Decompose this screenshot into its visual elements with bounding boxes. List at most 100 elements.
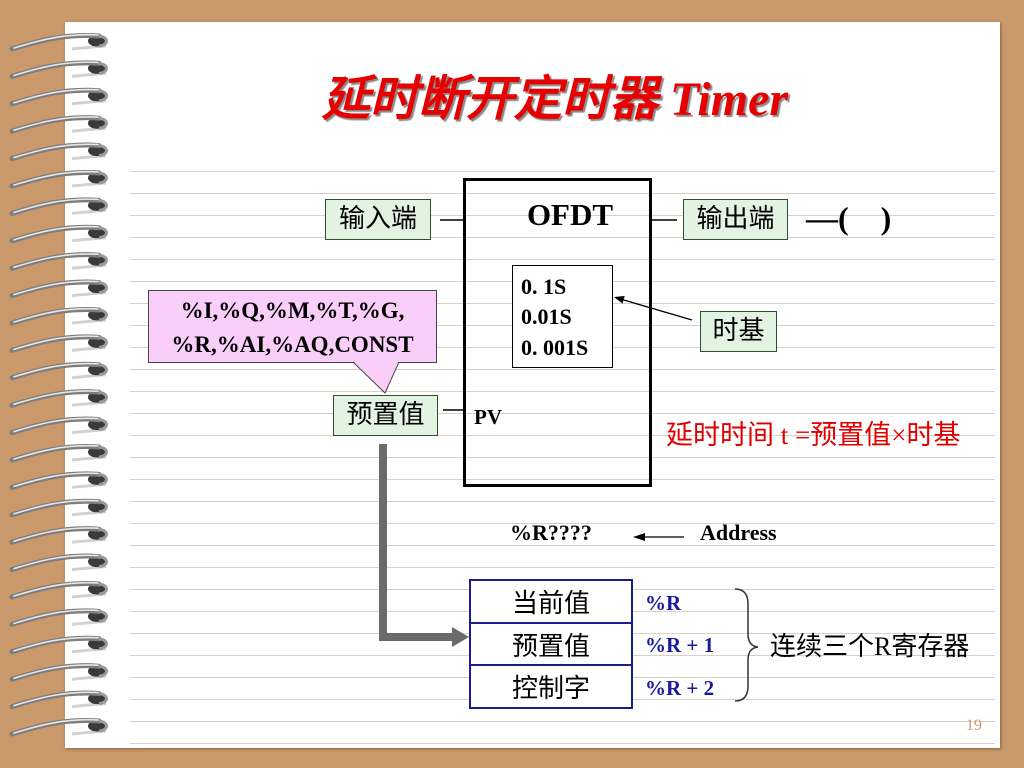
ring-hole	[88, 35, 106, 47]
binding-ring	[9, 252, 108, 271]
ring-loop	[98, 253, 108, 267]
binding-ring	[9, 690, 108, 710]
binding-ring	[9, 416, 108, 436]
ring-loop	[98, 34, 108, 48]
ring-loop	[98, 144, 108, 158]
delay-formula: 延时时间 t =预置值×时基	[666, 420, 961, 450]
ring-loop	[98, 472, 108, 486]
time-base-options-box	[512, 265, 613, 368]
time-base-option: 0. 1S	[521, 274, 567, 299]
ring-hole	[88, 90, 106, 102]
register-address: %R + 2	[645, 676, 715, 700]
binding-ring	[9, 526, 108, 545]
ring-loop	[98, 61, 108, 75]
ring-hole	[88, 556, 106, 568]
ring-hole	[88, 501, 106, 513]
coil-symbol: —( )	[806, 200, 892, 236]
timer-type-label: OFDT	[526, 197, 614, 232]
ring-loop	[98, 445, 108, 459]
ring-hole	[88, 446, 106, 458]
ring-loop	[98, 555, 108, 569]
binding-ring	[9, 608, 108, 627]
ring-wire-highlight	[13, 307, 99, 323]
callout-line: %R,%AI,%AQ,CONST	[171, 332, 414, 357]
ring-loop	[98, 89, 108, 103]
ring-wire-highlight	[13, 499, 99, 515]
ring-hole	[88, 145, 106, 157]
ring-hole	[88, 282, 106, 294]
ring-hole	[88, 336, 106, 348]
ring-loop	[98, 418, 108, 432]
ring-wire-highlight	[13, 143, 99, 159]
ring-loop	[98, 308, 108, 322]
address-value: %R????	[510, 520, 592, 545]
binding-ring	[9, 306, 108, 326]
ring-loop	[98, 582, 108, 596]
ring-wire-highlight	[13, 527, 99, 542]
ring-loop	[98, 171, 108, 185]
ring-hole	[88, 419, 106, 431]
ring-loop	[98, 664, 108, 678]
ring-hole	[88, 610, 106, 622]
ring-loop	[98, 116, 108, 130]
binding-ring	[9, 334, 108, 353]
ring-hole	[88, 528, 106, 540]
ring-hole	[88, 309, 106, 321]
binding-ring	[9, 279, 108, 299]
ring-wire-highlight	[13, 335, 99, 351]
binding-ring	[9, 361, 108, 381]
binding-ring	[9, 663, 108, 682]
ring-loop	[98, 281, 108, 295]
ring-wire-highlight	[13, 390, 99, 405]
output-terminal-box: 输出端	[683, 199, 788, 240]
ring-hole	[88, 720, 106, 732]
binding-ring	[9, 142, 108, 162]
ring-loop	[98, 609, 108, 623]
ring-wire-highlight	[13, 33, 99, 49]
ring-hole	[88, 364, 106, 376]
binding-ring	[9, 389, 108, 408]
ring-loop	[98, 363, 108, 377]
ring-hole	[88, 227, 106, 239]
ring-wire-highlight	[13, 636, 99, 652]
ring-wire-highlight	[13, 472, 99, 488]
spiral-binding	[9, 32, 108, 737]
timer-block	[463, 178, 652, 487]
time-base-box: 时基	[700, 311, 777, 352]
ring-hole	[88, 391, 106, 403]
binding-ring	[9, 197, 108, 216]
binding-ring	[9, 717, 108, 737]
ring-wire-highlight	[13, 664, 99, 679]
binding-ring	[9, 60, 108, 79]
register-address: %R	[645, 591, 682, 615]
ring-loop	[98, 390, 108, 404]
ring-loop	[98, 226, 108, 240]
binding-ring	[9, 471, 108, 490]
binding-ring	[9, 498, 108, 518]
ring-hole	[88, 583, 106, 595]
ring-wire-highlight	[13, 581, 99, 597]
address-label: Address	[700, 520, 777, 545]
time-base-option: 0.01S	[521, 304, 572, 329]
binding-ring	[9, 224, 108, 244]
binding-ring	[9, 87, 108, 107]
pv-label: PV	[474, 405, 502, 429]
ring-wire-highlight	[13, 116, 99, 131]
preset-value-box: 预置值	[333, 395, 438, 436]
slide-title: 延时断开定时器 Timer	[321, 73, 789, 126]
ring-loop	[98, 692, 108, 706]
callout-line: %I,%Q,%M,%T,%G,	[180, 298, 405, 323]
ring-wire-highlight	[13, 253, 99, 268]
operand-callout: %I,%Q,%M,%T,%G, %R,%AI,%AQ,CONST	[148, 290, 437, 363]
register-address: %R + 1	[645, 633, 715, 657]
ring-hole	[88, 172, 106, 184]
ring-wire-highlight	[13, 280, 99, 296]
input-terminal-box: 输入端	[325, 199, 431, 240]
ring-hole	[88, 62, 106, 74]
ring-hole	[88, 254, 106, 266]
register-table: 当前值 预置值 控制字	[469, 579, 633, 709]
time-base-option: 0. 001S	[521, 335, 589, 360]
register-row-current: 当前值	[511, 588, 590, 619]
binding-ring	[9, 443, 108, 463]
